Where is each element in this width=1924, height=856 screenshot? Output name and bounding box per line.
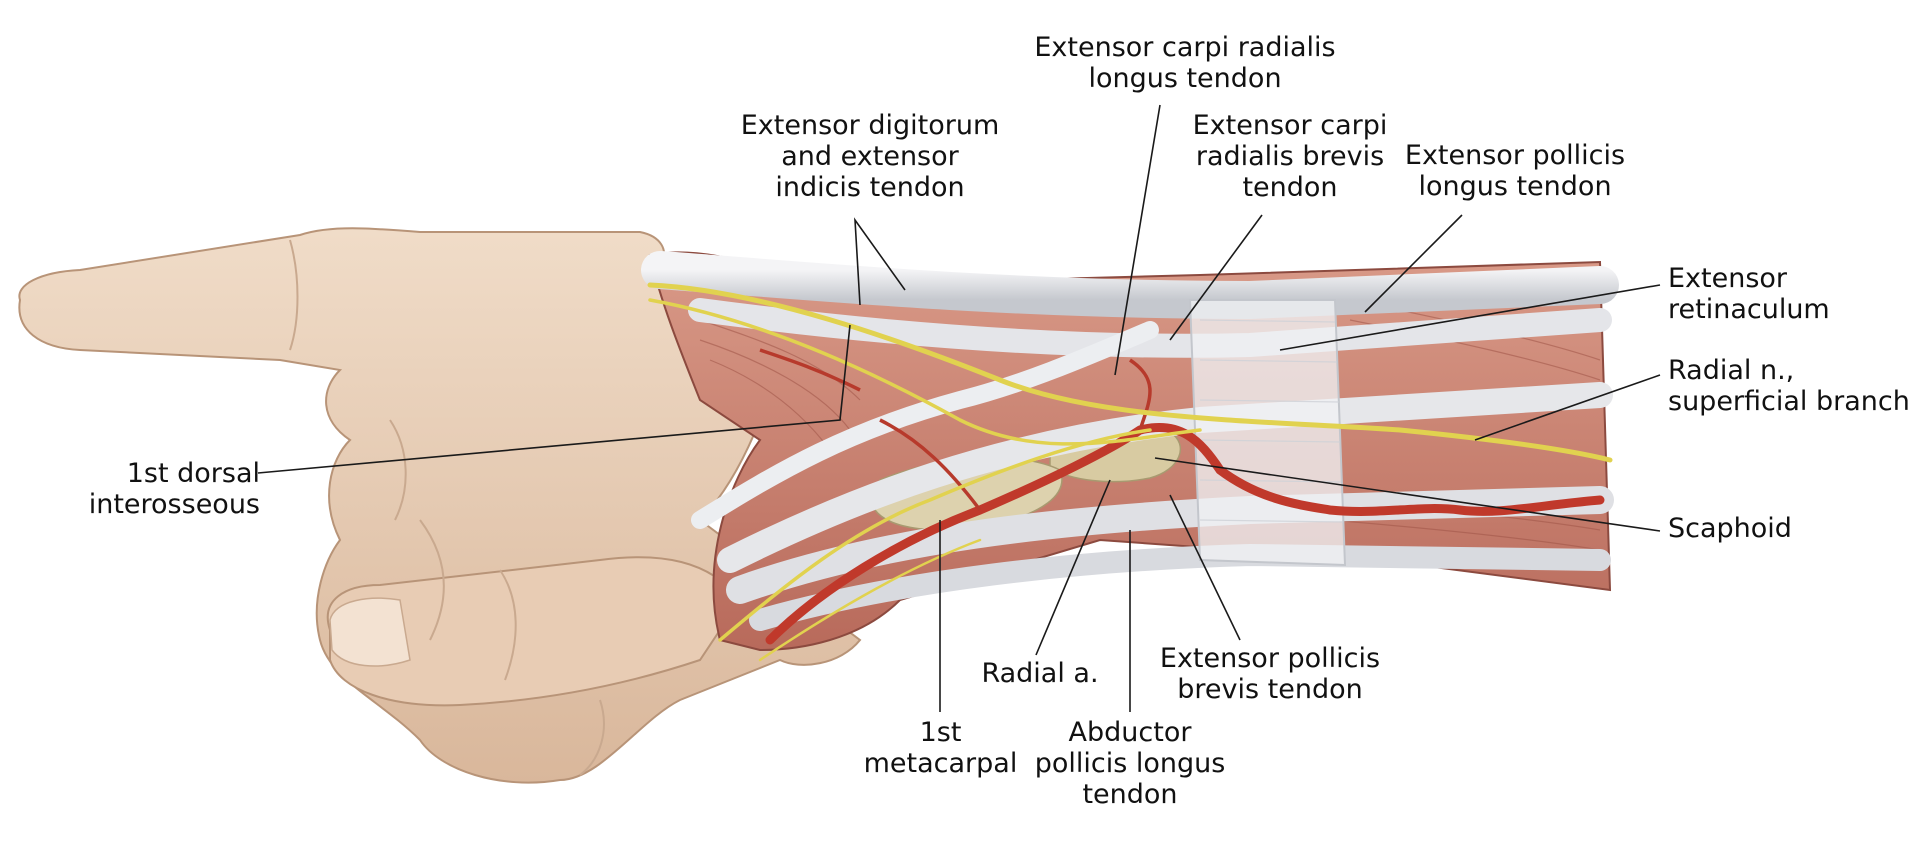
leader-radial-artery [1035,479,1111,656]
leader-radial-nerve [1474,374,1661,441]
label-first-metacarpal: 1st metacarpal [863,717,1018,779]
label-extensor-digitorum-indicis: Extensor digitorum and extensor indicis … [740,110,1000,203]
leader-first-dorsal [257,324,851,474]
leader-retinaculum [1279,284,1661,351]
label-scaphoid: Scaphoid [1668,513,1792,544]
artery-branches [759,348,1152,512]
leader-ecrl [1114,104,1161,376]
radial-nerve [647,282,1613,662]
label-extensor-pollicis-longus: Extensor pollicis longus tendon [1404,140,1626,202]
label-extensor-pollicis-brevis: Extensor pollicis brevis tendon [1159,643,1381,705]
label-abductor-pollicis-longus: Abductor pollicis longus tendon [1034,717,1226,810]
radial-artery [765,422,1605,645]
leader-ecrb [1169,214,1263,341]
label-extensor-carpi-radialis-longus: Extensor carpi radialis longus tendon [1034,32,1336,94]
leader-scaphoid [1154,457,1661,532]
label-radial-nerve-superficial: Radial n., superficial branch [1668,355,1910,417]
label-extensor-retinaculum: Extensor retinaculum [1668,263,1830,325]
extensor-retinaculum [1188,299,1347,567]
leader-ed-ei [854,217,906,306]
hand-skin [18,227,862,784]
label-first-dorsal-interosseous: 1st dorsal interosseous [88,458,260,520]
label-radial-artery: Radial a. [981,658,1099,689]
label-extensor-carpi-radialis-brevis: Extensor carpi radialis brevis tendon [1192,110,1388,203]
leader-lines [257,104,1661,712]
leader-epl [1364,214,1463,313]
leader-epb [1169,494,1241,641]
